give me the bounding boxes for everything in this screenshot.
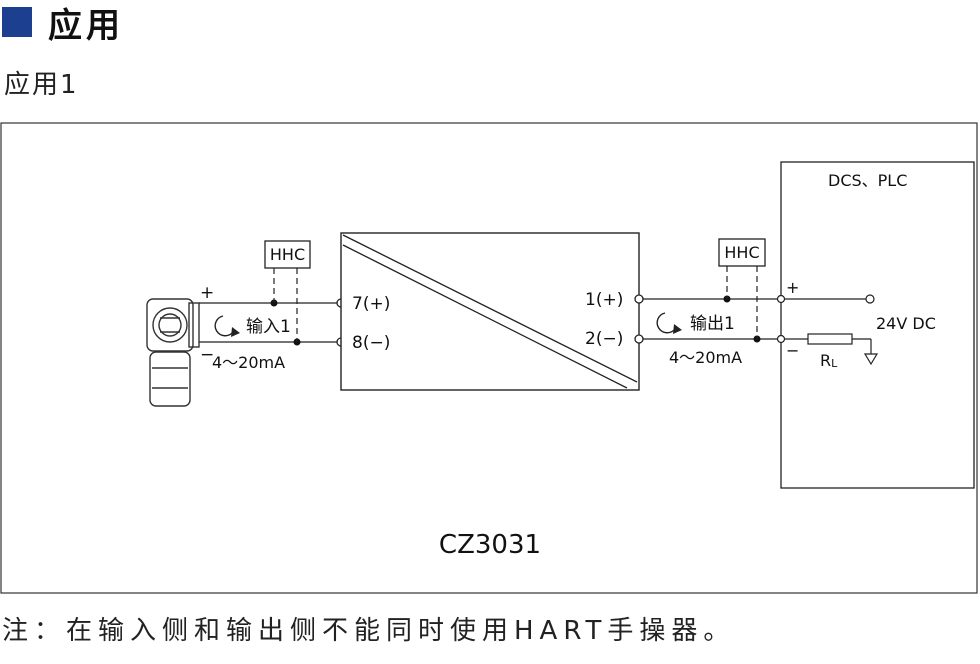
terminal-1-icon (634, 294, 644, 304)
output-hhc-box (718, 238, 766, 267)
transmitter-icon (146, 298, 200, 407)
terminal-7-label: 7(+) (352, 294, 390, 314)
terminal-2-label: 2(−) (585, 329, 623, 349)
input-plus-sign: + (200, 283, 214, 303)
input-current-label: 4～20mA (212, 353, 285, 372)
dcs-pos-terminal-icon (776, 294, 786, 304)
dcs-neg-terminal-icon (776, 334, 786, 344)
dcs-plus-sign: + (786, 278, 799, 297)
dcs-plc-label: DCS、PLC (828, 171, 907, 190)
diagram-frame (0, 122, 978, 594)
dcs-plc-box (780, 161, 975, 489)
input-minus-sign: − (200, 345, 214, 365)
input-hhc-label: HHC (270, 245, 305, 264)
input-label: 输入1 (246, 317, 291, 337)
input-loop-arrow-icon (214, 315, 240, 337)
isolator-module (340, 232, 640, 391)
module-diagonal-2 (342, 244, 628, 389)
terminal-2-icon (634, 334, 644, 344)
resistor-label: RL (820, 351, 838, 370)
output-hhc-label: HHC (724, 243, 759, 262)
input-hhc-box (264, 240, 311, 269)
module-name-label: CZ3031 (439, 530, 541, 560)
module-diagonal-1 (342, 234, 638, 383)
subsection-title: 应用1 (4, 70, 79, 100)
footnote: 注：在输入侧和输出侧不能同时使用HART手操器。 (2, 616, 736, 646)
terminal-8-label: 8(−) (352, 333, 390, 353)
terminal-1-label: 1(+) (585, 290, 623, 310)
output-loop-arrow-icon (656, 312, 682, 334)
load-resistor-icon (807, 333, 853, 345)
output-label: 输出1 (690, 314, 735, 334)
section-title: 应用 (48, 5, 124, 46)
dcs-minus-sign: − (786, 341, 799, 360)
ground-icon (863, 353, 879, 366)
section-marker-icon (2, 7, 32, 37)
output-current-label: 4～20mA (669, 348, 742, 367)
section-header: 应用 (0, 2, 124, 46)
supply-terminal-icon (865, 294, 875, 304)
supply-label: 24V DC (876, 314, 936, 333)
resistor-subscript: L (831, 357, 838, 370)
